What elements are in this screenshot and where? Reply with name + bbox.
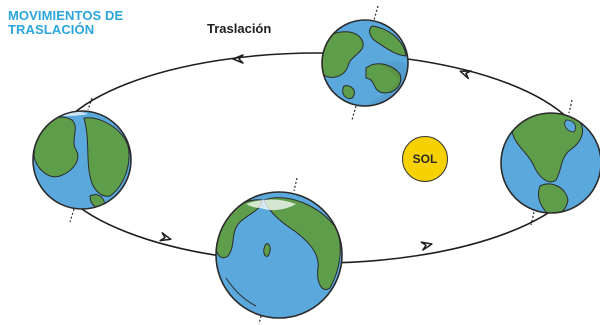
earth-globe-icon bbox=[215, 177, 343, 325]
earth-globe-icon bbox=[321, 5, 409, 121]
title-line-2: TRASLACIÓN bbox=[8, 22, 95, 37]
title-line-1: MOVIMIENTOS DE bbox=[8, 8, 124, 23]
orbit-arrow-icon bbox=[459, 70, 472, 80]
diagram-title: MOVIMIENTOS DE TRASLACIÓN bbox=[8, 9, 123, 37]
orbit-label: Traslación bbox=[207, 21, 272, 36]
sun-label: SOL bbox=[412, 152, 438, 166]
sun-icon: SOL bbox=[402, 136, 448, 182]
orbit-arrow-icon bbox=[159, 232, 172, 242]
orbit-arrow-icon bbox=[232, 54, 244, 64]
earth-globe-icon bbox=[32, 97, 132, 223]
earth-globe-icon bbox=[500, 99, 600, 226]
orbit-arrow-icon bbox=[420, 241, 433, 251]
